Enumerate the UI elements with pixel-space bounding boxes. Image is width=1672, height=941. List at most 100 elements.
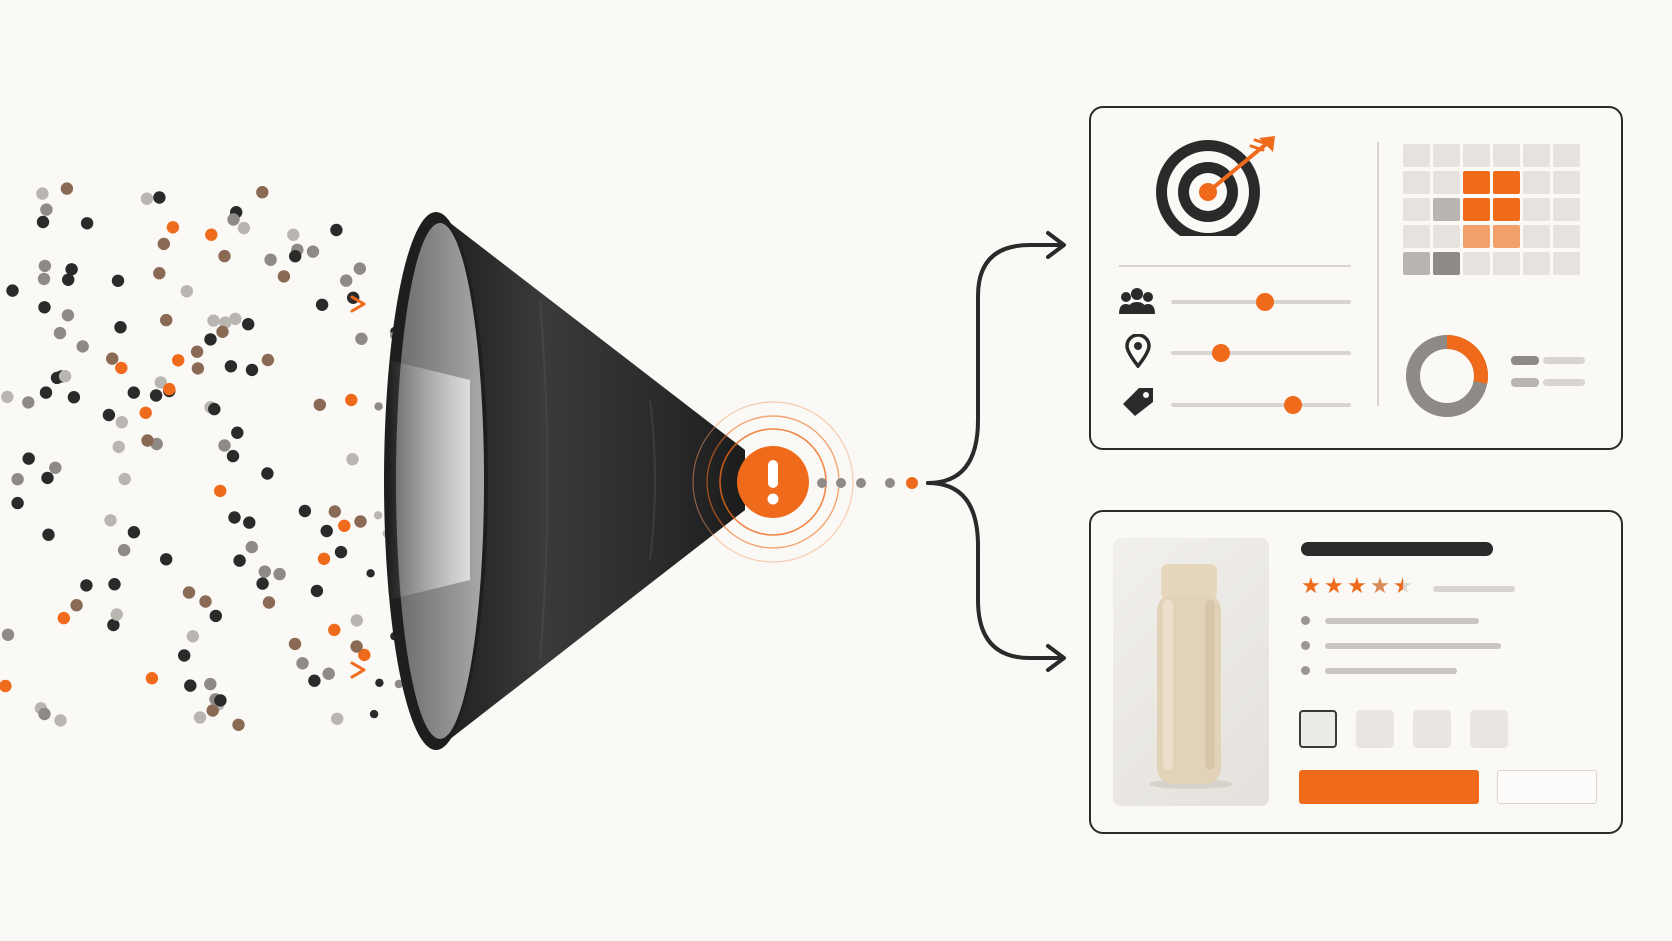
data-particle bbox=[375, 678, 384, 687]
feature-line bbox=[1325, 642, 1501, 649]
data-particle bbox=[182, 586, 196, 599]
heatmap-cell bbox=[1403, 225, 1430, 248]
heatmap-cell bbox=[1433, 225, 1460, 248]
heatmap-cell bbox=[1493, 171, 1520, 194]
data-particle bbox=[58, 370, 72, 383]
data-particle bbox=[228, 511, 241, 524]
data-particle bbox=[256, 186, 269, 199]
data-particle bbox=[308, 674, 321, 687]
data-particle bbox=[204, 677, 217, 691]
data-particle bbox=[11, 473, 24, 486]
data-particle bbox=[115, 416, 128, 429]
data-particle bbox=[373, 511, 383, 520]
tag-slider-track[interactable] bbox=[1171, 403, 1351, 407]
data-particle bbox=[369, 709, 379, 719]
donut-segment bbox=[1406, 335, 1488, 417]
variant-swatch[interactable] bbox=[1470, 710, 1508, 748]
donut-legend-key bbox=[1511, 378, 1539, 387]
output-dots bbox=[817, 477, 918, 489]
data-particle bbox=[6, 284, 19, 297]
donut-chart bbox=[1406, 335, 1488, 417]
data-particle bbox=[306, 245, 320, 258]
data-particle bbox=[231, 426, 244, 439]
data-particle bbox=[345, 393, 358, 407]
location-slider-knob[interactable] bbox=[1212, 344, 1231, 362]
data-particle bbox=[117, 543, 131, 557]
data-particle bbox=[139, 406, 152, 419]
data-particle bbox=[264, 253, 277, 266]
feature-line bbox=[1325, 617, 1479, 624]
heatmap-cell bbox=[1433, 171, 1460, 194]
data-particle bbox=[149, 389, 163, 402]
variant-swatch[interactable] bbox=[1299, 710, 1337, 748]
star-rating: ★★★★★ bbox=[1301, 576, 1431, 600]
price-tag-icon bbox=[1123, 388, 1153, 416]
data-particle bbox=[76, 340, 89, 353]
donut-legend-key bbox=[1511, 356, 1539, 365]
data-particle bbox=[261, 353, 275, 367]
data-particle bbox=[245, 540, 258, 554]
data-particle bbox=[245, 363, 259, 377]
product-image bbox=[1113, 538, 1269, 806]
data-particle bbox=[102, 408, 116, 422]
location-slider-track[interactable] bbox=[1171, 351, 1351, 355]
data-particle bbox=[355, 332, 368, 345]
data-particle bbox=[233, 554, 246, 567]
data-particle bbox=[331, 712, 344, 725]
data-particle bbox=[346, 453, 359, 466]
data-particle bbox=[145, 672, 159, 685]
data-particle bbox=[172, 354, 185, 367]
data-particle bbox=[154, 376, 167, 389]
data-particle bbox=[214, 484, 227, 498]
branch-connector bbox=[926, 231, 1066, 672]
data-particle bbox=[67, 391, 81, 404]
heatmap-cell bbox=[1553, 198, 1580, 221]
data-particle bbox=[153, 267, 166, 280]
add-to-cart-button[interactable] bbox=[1299, 770, 1479, 804]
data-particle bbox=[338, 519, 351, 532]
funnel-icon bbox=[384, 212, 745, 750]
star-icon: ★ bbox=[1301, 574, 1321, 599]
data-particle bbox=[160, 313, 173, 327]
data-particle bbox=[39, 386, 53, 399]
bottle-icon bbox=[1149, 564, 1233, 789]
heatmap-cell bbox=[1493, 144, 1520, 167]
variant-swatch[interactable] bbox=[1413, 710, 1451, 748]
data-particle bbox=[54, 714, 67, 727]
data-particle bbox=[328, 505, 341, 518]
heatmap-cell bbox=[1493, 198, 1520, 221]
data-particle bbox=[37, 272, 51, 286]
data-particle bbox=[38, 259, 52, 273]
data-particle bbox=[340, 274, 353, 287]
data-particle bbox=[328, 623, 341, 637]
heatmap-cell bbox=[1403, 198, 1430, 221]
tag-slider-knob[interactable] bbox=[1284, 396, 1303, 414]
heatmap-cell bbox=[1523, 198, 1550, 221]
product-title-bar bbox=[1301, 542, 1493, 556]
heatmap-cell bbox=[1433, 252, 1460, 275]
heatmap-cell bbox=[1523, 225, 1550, 248]
data-particle bbox=[57, 611, 70, 625]
data-particle bbox=[53, 326, 67, 340]
star-icon: ★ bbox=[1324, 574, 1344, 599]
data-particle bbox=[190, 345, 204, 358]
secondary-button[interactable] bbox=[1497, 770, 1597, 804]
data-particle bbox=[112, 440, 125, 454]
data-particle bbox=[261, 467, 274, 480]
data-particle bbox=[243, 516, 256, 529]
data-particle bbox=[214, 694, 227, 707]
data-particle bbox=[108, 578, 121, 591]
data-particle bbox=[49, 461, 62, 474]
data-particle bbox=[70, 599, 83, 612]
heatmap-cell bbox=[1403, 171, 1430, 194]
targeting-dashboard-card bbox=[1089, 106, 1623, 450]
heatmap-cell bbox=[1553, 252, 1580, 275]
data-particle bbox=[127, 526, 141, 539]
data-particle bbox=[226, 449, 240, 463]
audience-slider-knob[interactable] bbox=[1255, 293, 1274, 311]
data-particle bbox=[104, 514, 117, 527]
data-particle bbox=[141, 434, 154, 447]
feature-bullet bbox=[1301, 666, 1310, 675]
data-particle bbox=[209, 609, 222, 623]
variant-swatch[interactable] bbox=[1356, 710, 1394, 748]
